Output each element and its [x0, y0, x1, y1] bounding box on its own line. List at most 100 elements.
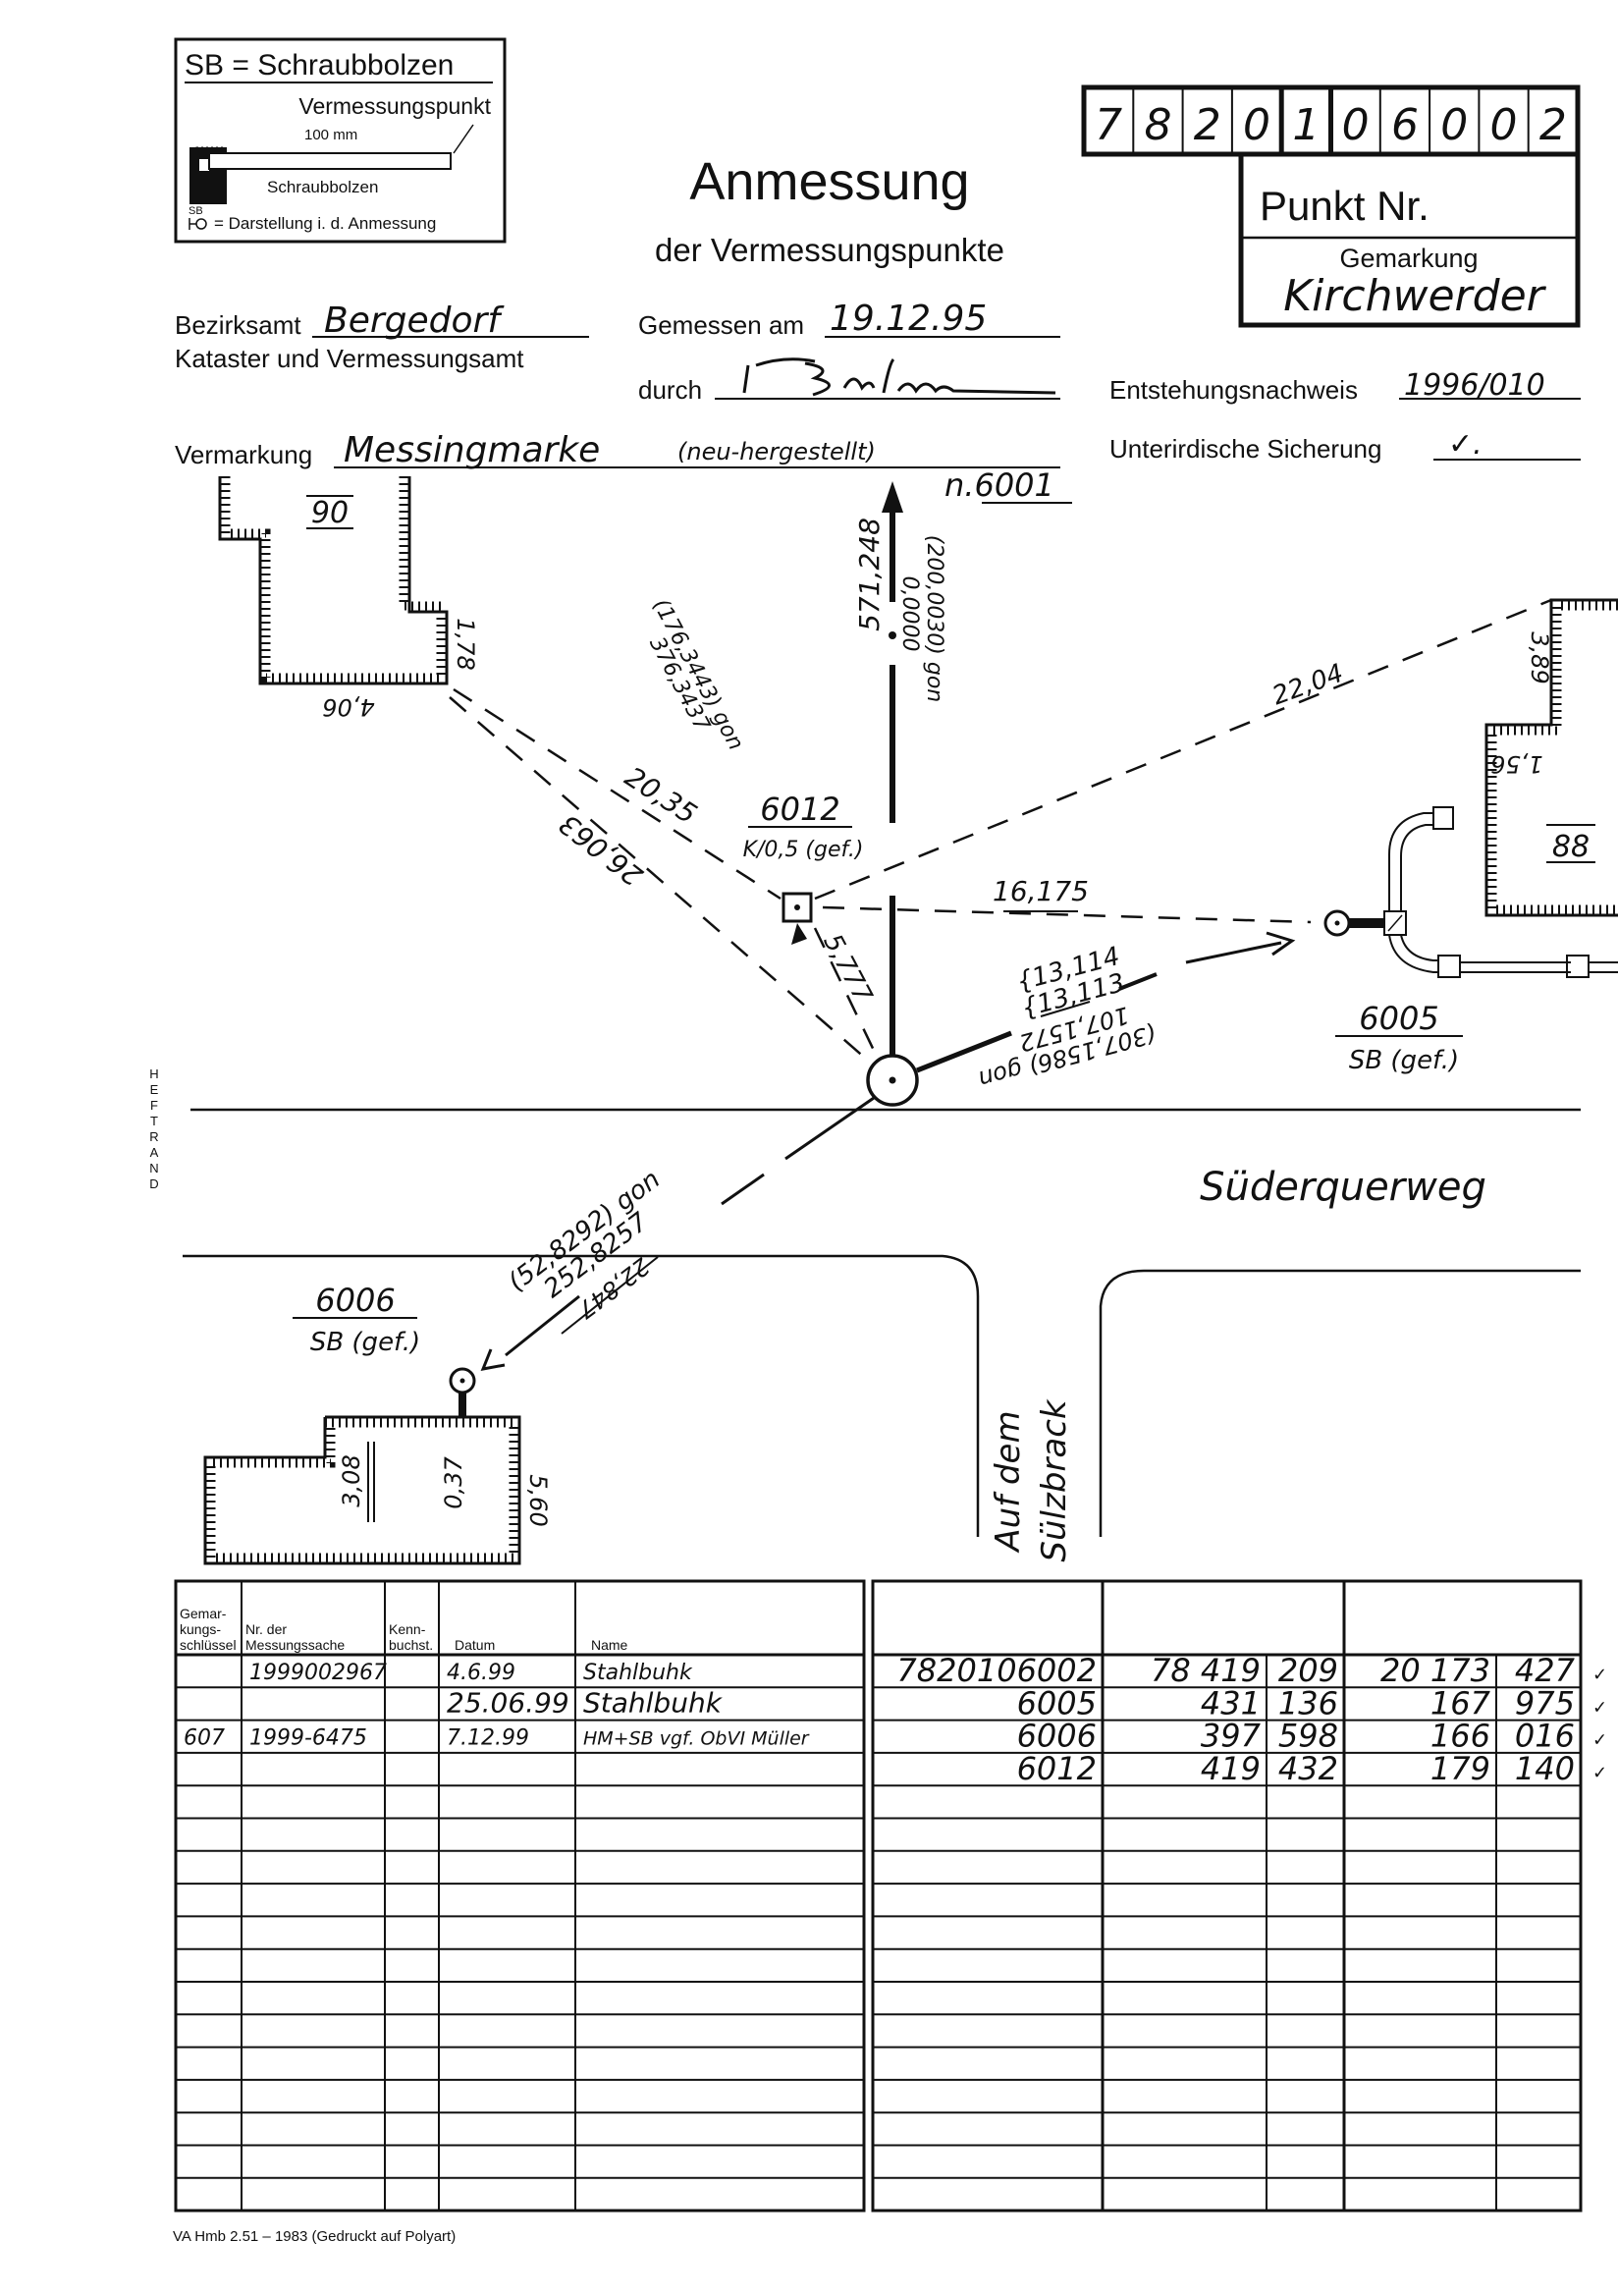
building-90: 90 1,78 4,06	[218, 476, 479, 721]
coordinate-cell: 78 419	[1151, 1652, 1261, 1689]
legend-point-label: Vermessungspunkt	[298, 93, 491, 119]
dist-5-777: 5,777	[817, 929, 878, 1008]
dist-22-04: 22,04	[1268, 659, 1347, 712]
line-90-center	[449, 696, 875, 1066]
page-subtitle: der Vermessungspunkte	[655, 232, 1004, 268]
coordinate-cell: 166	[1430, 1718, 1490, 1755]
table-header-cell: buchst.	[389, 1637, 433, 1653]
vermarkung-label: Vermarkung	[175, 440, 312, 469]
coordinate-cell: 6012	[1017, 1750, 1097, 1787]
dim-1-56: 1,56	[1490, 750, 1542, 778]
punkt-digit: 2	[1194, 100, 1221, 150]
legend-symbol-meaning: = Darstellung i. d. Anmessung	[214, 214, 436, 233]
punkt-digit: 0	[1440, 100, 1468, 150]
arrow-6012-icon	[791, 923, 807, 945]
coordinate-cell: 167	[1430, 1684, 1491, 1722]
dim-0-37: 0,37	[440, 1456, 467, 1509]
punkt-digit: 0	[1243, 100, 1270, 150]
punkt-digit: 2	[1539, 100, 1567, 150]
p6012-label: 6012	[760, 791, 839, 828]
arrow-up-icon	[882, 481, 903, 513]
table-cell: HM+SB vgf. ObVI Müller	[583, 1728, 810, 1750]
table-cell: 25.06.99	[447, 1686, 569, 1719]
legend-symbol-abbr: SB	[189, 205, 203, 217]
dim-3-89: 3,89	[1526, 631, 1553, 683]
north-distance: 571,248	[853, 518, 886, 631]
table-header-cell: Gemar-	[180, 1606, 227, 1621]
table-header-cell: kungs-	[180, 1621, 221, 1637]
durch-label: durch	[638, 375, 702, 405]
legend-title: SB = Schraubbolzen	[185, 49, 454, 82]
p6006-type: SB (gef.)	[310, 1328, 420, 1357]
coordinate-cell: 209	[1278, 1652, 1338, 1689]
dist-26-063: 26,063	[553, 807, 649, 892]
kataster-label: Kataster und Vermessungsamt	[175, 344, 524, 373]
heftrand-letter: E	[150, 1082, 159, 1097]
pipe-icon	[1383, 806, 1618, 978]
check-mark: ✓	[1592, 1730, 1607, 1751]
arrow-6005-icon	[1266, 931, 1296, 957]
page-title: Anmessung	[689, 152, 969, 211]
coordinate-cell: 136	[1278, 1684, 1338, 1722]
point-6006: 6006 SB (gef.)	[293, 1282, 476, 1417]
gemarkung-value: Kirchwerder	[1283, 271, 1546, 321]
roads: Süderquerweg Auf dem Sülzbrack	[183, 1108, 1581, 1562]
coordinate-cell: 431	[1201, 1684, 1261, 1722]
legend-size: 100 mm	[304, 127, 357, 143]
p6012-type: K/0,5 (gef.)	[743, 838, 864, 862]
north-angle: 0,0000	[897, 576, 922, 652]
check-mark: ✓	[1592, 1763, 1607, 1783]
vermarkung-note: (neu-hergestellt)	[677, 438, 876, 465]
north-direction: n.6001 571,248 0,0000 (200,0030) gon	[853, 466, 1072, 1056]
table-header-cell: Name	[591, 1637, 628, 1653]
punkt-digit: 0	[1342, 100, 1370, 150]
table-cell: Stahlbuhk	[583, 1661, 693, 1685]
check-mark: ✓	[1592, 1665, 1607, 1685]
dist-16-175: 16,175	[993, 875, 1089, 907]
sb-symbol-icon	[189, 218, 207, 230]
gemarkung-label: Gemarkung	[1339, 244, 1478, 273]
street-sulz-line2: Sülzbrack	[1035, 1398, 1074, 1562]
point-6005: 6005 SB (gef.)	[1323, 806, 1618, 1075]
coordinate-cell: 975	[1515, 1684, 1575, 1722]
vermarkung-value: Messingmarke	[344, 430, 600, 470]
entstehung-label: Entstehungsnachweis	[1109, 375, 1358, 405]
p6005-label: 6005	[1359, 1000, 1438, 1037]
heftrand-letter: F	[150, 1098, 158, 1113]
legend-bolt-label: Schraubbolzen	[267, 178, 378, 196]
gemessen-label: Gemessen am	[638, 310, 804, 340]
building-88: 88 3,89 1,56	[1484, 598, 1618, 917]
table-cell: 1999002967	[249, 1661, 387, 1685]
coordinate-cell: 7820106002	[896, 1652, 1097, 1689]
north-angle-ref: (200,0030) gon	[922, 535, 946, 703]
entstehung-value: 1996/010	[1404, 368, 1545, 403]
dim-1-78: 1,78	[452, 618, 479, 670]
line-center-6006: (52,8292) gon 252,8257 22,847	[480, 1096, 875, 1371]
p6006-label: 6006	[315, 1282, 395, 1319]
heftrand-letter: H	[149, 1066, 158, 1081]
bezirksamt-label: Bezirksamt	[175, 310, 301, 340]
table-cell: 4.6.99	[447, 1661, 515, 1685]
table-cell: 7.12.99	[447, 1726, 529, 1751]
coordinate-cell: 397	[1201, 1718, 1262, 1755]
p6005-type: SB (gef.)	[1349, 1046, 1459, 1075]
punkt-digit: 1	[1292, 100, 1320, 150]
form-fields: Bezirksamt Bergedorf Kataster und Vermes…	[175, 299, 1581, 470]
street-sueder: Süderquerweg	[1200, 1165, 1486, 1210]
building-90-label: 90	[311, 496, 349, 530]
street-sulz-line1: Auf dem	[989, 1410, 1028, 1553]
heftrand-letter: D	[149, 1176, 158, 1191]
table-header-cell: Nr. der	[245, 1621, 287, 1637]
line-6012-6005	[822, 905, 1312, 924]
heftrand-letter: T	[150, 1114, 158, 1128]
coordinate-cell: 179	[1430, 1750, 1490, 1787]
north-label: n.6001	[944, 466, 1054, 504]
coordinate-cell: 140	[1515, 1750, 1575, 1787]
sicherung-label: Unterirdische Sicherung	[1109, 434, 1381, 464]
coordinate-cell: 598	[1278, 1718, 1338, 1755]
coordinate-cell: 427	[1515, 1652, 1576, 1689]
survey-diagram: 90 1,78 4,06 88 3,89 1,56 n.6001 571,248…	[183, 466, 1618, 1565]
line-90-6012	[453, 687, 782, 901]
